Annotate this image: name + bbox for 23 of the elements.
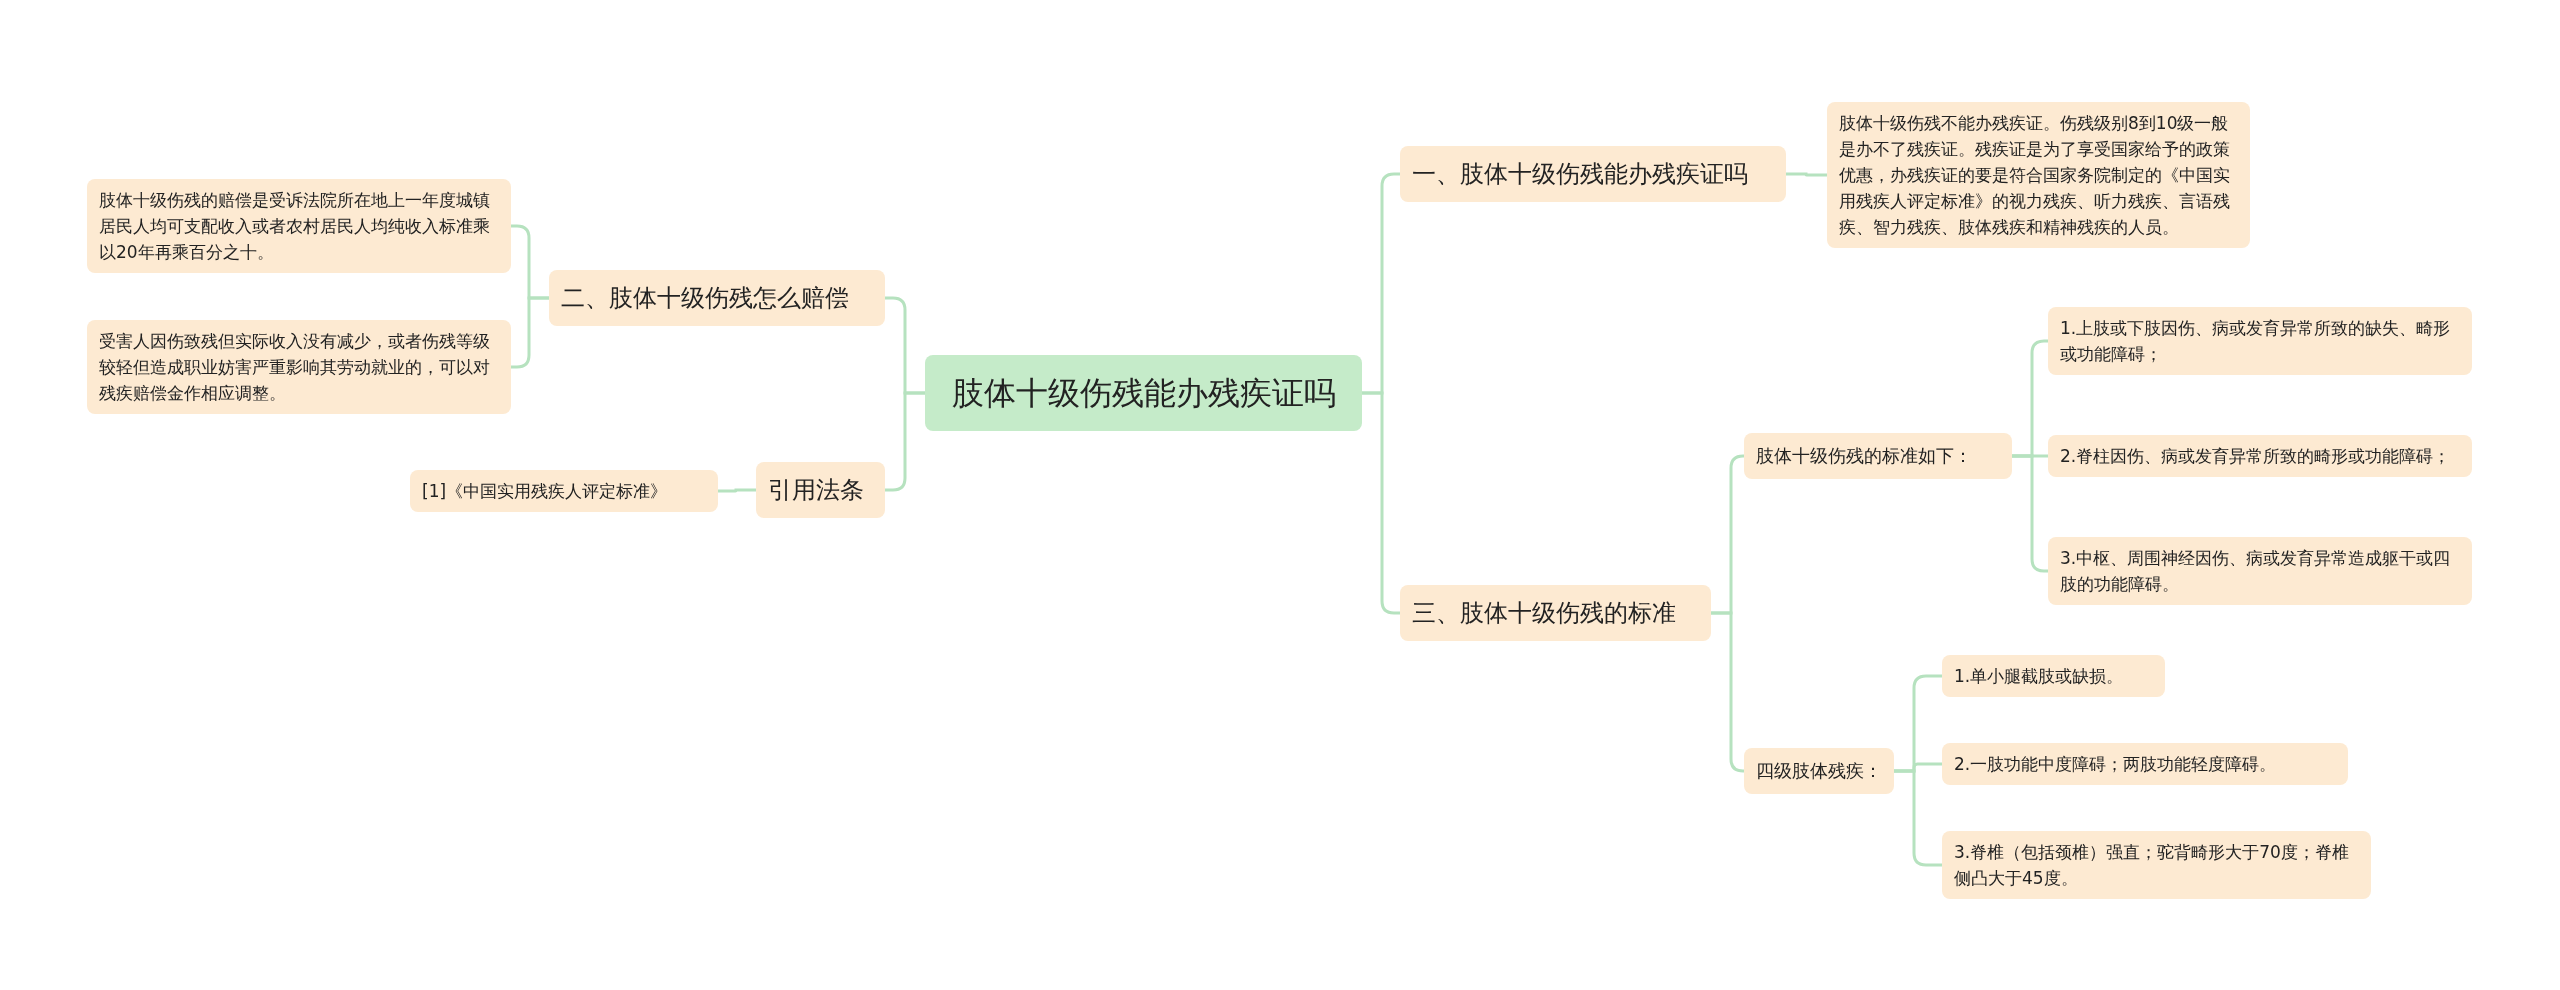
detail-box: 2.脊柱因伤、病或发育异常所致的畸形或功能障碍； — [2048, 435, 2472, 477]
connector-line — [1786, 172, 1827, 177]
connector-line — [1362, 391, 1400, 615]
detail-box: [1]《中国实用残疾人评定标准》 — [410, 470, 718, 512]
detail-box: 受害人因伤致残但实际收入没有减少，或者伤残等级较轻但造成职业妨害严重影响其劳动就业的，可以对残疾赔偿金作相应调整。 — [87, 320, 511, 414]
connector-line — [718, 488, 756, 493]
detail-box: 肢体十级伤残不能办残疾证。伤残级别8到10级一般是办不了残疾证。残疾证是为了享受国家给予的政策优惠，办残疾证的要是符合国家务院制定的《中国实用残疾人评定标准》的视力残疾、听力残疾、言语残疾、智力残疾、肢体残疾和精神残疾的人员。 — [1827, 102, 2250, 248]
branch-topic: 二、肢体十级伤残怎么赔偿 — [549, 270, 885, 326]
subtopic-box: 肢体十级伤残的标准如下： — [1744, 433, 2012, 479]
detail-box: 肢体十级伤残的赔偿是受诉法院所在地上一年度城镇居民人均可支配收入或者农村居民人均纯收入标准乘以20年再乘百分之十。 — [87, 179, 511, 273]
central-topic: 肢体十级伤残能办残疾证吗 — [925, 355, 1362, 431]
subtopic-box: 四级肢体残疾： — [1744, 748, 1894, 794]
branch-topic: 三、肢体十级伤残的标准 — [1400, 585, 1711, 641]
detail-box: 1.单小腿截肢或缺损。 — [1942, 655, 2165, 697]
branch-topic: 一、肢体十级伤残能办残疾证吗 — [1400, 146, 1786, 202]
connector-line — [511, 296, 549, 369]
detail-box: 1.上肢或下肢因伤、病或发育异常所致的缺失、畸形或功能障碍； — [2048, 307, 2472, 375]
connector-line — [885, 391, 925, 492]
detail-box: 2.一肢功能中度障碍；两肢功能轻度障碍。 — [1942, 743, 2348, 785]
detail-box: 3.中枢、周围神经因伤、病或发育异常造成躯干或四肢的功能障碍。 — [2048, 537, 2472, 605]
connector-line — [1711, 611, 1745, 773]
branch-topic: 引用法条 — [756, 462, 885, 518]
detail-box: 3.脊椎（包括颈椎）强直；驼背畸形大于70度；脊椎侧凸大于45度。 — [1942, 831, 2371, 899]
